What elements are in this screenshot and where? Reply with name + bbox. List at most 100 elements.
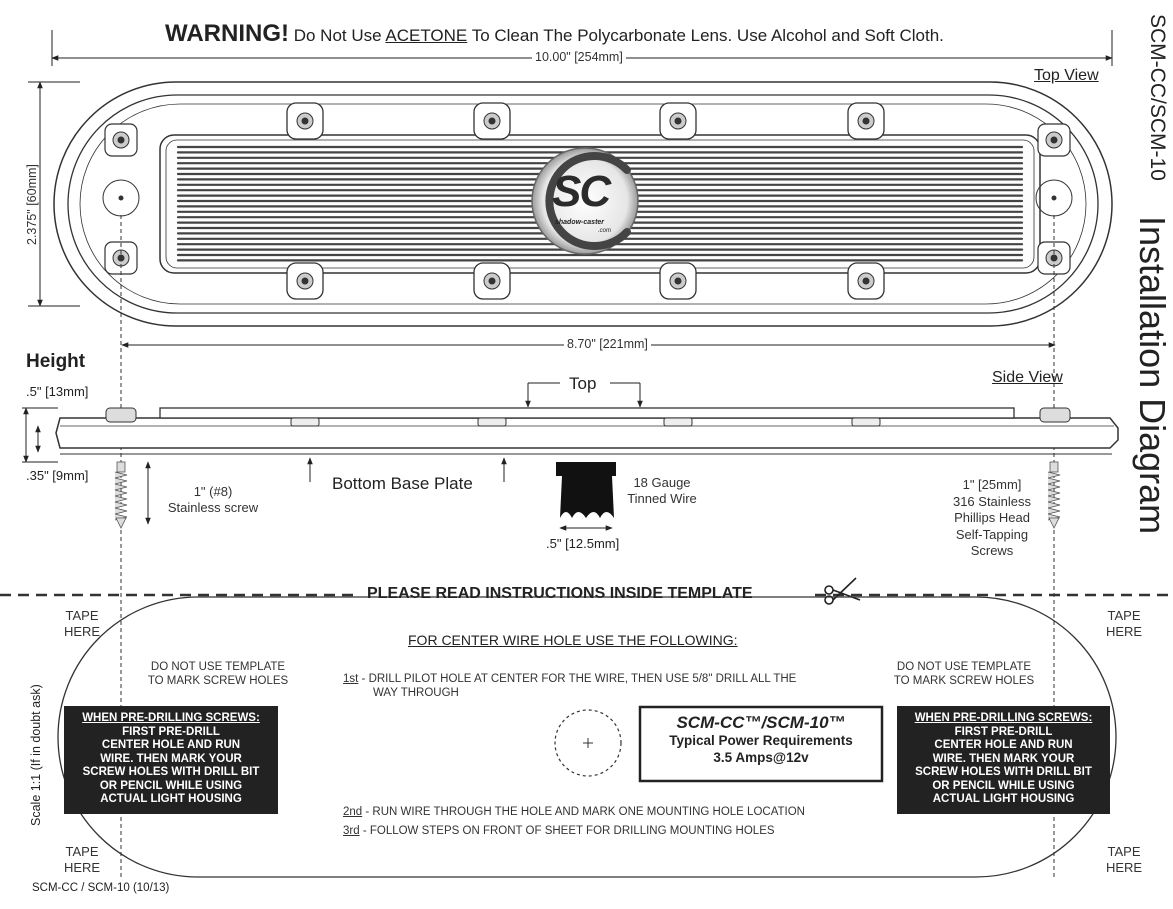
left-screw-type: Stainless screw	[167, 500, 259, 515]
center-wire-hole	[554, 709, 622, 777]
right-screw-word: Screws	[970, 543, 1014, 558]
scale-note: Scale 1:1 (If in doubt ask)	[29, 684, 43, 826]
wire-grommet	[556, 462, 616, 518]
footer-code: SCM-CC / SCM-10 (10/13)	[32, 882, 170, 894]
logo-subtext: shadow-caster	[555, 219, 605, 226]
step-2: 2nd - RUN WIRE THROUGH THE HOLE AND MARK…	[343, 805, 843, 819]
screw-tip	[1048, 517, 1060, 529]
right-screw-caption: 1" [25mm] 316 Stainless Phillips Head Se…	[932, 477, 1052, 560]
width-dimension: 10.00" [254mm]	[532, 51, 626, 64]
step-text: - DRILL PILOT HOLE AT CENTER FOR THE WIR…	[361, 673, 797, 685]
step-text: - RUN WIRE THROUGH THE HOLE AND MARK ONE…	[365, 806, 805, 818]
step-number: 1st	[343, 673, 359, 685]
screw-center	[117, 136, 125, 144]
screw-center	[301, 117, 309, 125]
template-outline	[57, 596, 1117, 878]
height-dimension: 2.375" [60mm]	[25, 161, 39, 248]
top-label: Top	[569, 374, 597, 393]
right-screw-material: 316 Stainless	[952, 493, 1032, 509]
screw-center	[488, 117, 496, 125]
side-boss	[290, 417, 320, 427]
side-boss	[663, 417, 693, 427]
bottom-height-dim: .35" [9mm]	[26, 468, 89, 483]
right-screw-size: 1" [25mm]	[962, 477, 1022, 492]
power-box-text: SCM-CC™/SCM-10™ Typical Power Requiremen…	[642, 714, 880, 766]
screw-center	[862, 117, 870, 125]
screw-center	[1050, 136, 1058, 144]
wire-gauge: 18 Gauge	[633, 475, 691, 490]
screw-thread	[114, 483, 128, 491]
screw-center	[301, 277, 309, 285]
screw-thread	[1047, 477, 1061, 485]
warning-label: WARNING!	[165, 20, 289, 47]
step-1: 1st - DRILL PILOT HOLE AT CENTER FOR THE…	[343, 672, 833, 700]
power-line2: 3.5 Amps@12v	[713, 750, 809, 765]
wire-type: Tinned Wire	[627, 491, 697, 506]
step-text: - FOLLOW STEPS ON FRONT OF SHEET FOR DRI…	[362, 825, 775, 837]
height-heading: Height	[26, 351, 86, 372]
wire-caption: 18 Gauge Tinned Wire	[612, 475, 712, 507]
left-screw-caption: 1" (#8) Stainless screw	[148, 484, 278, 516]
step-number: 2nd	[343, 806, 363, 818]
screw-center	[674, 117, 682, 125]
predrill-heading: WHEN PRE-DRILLING SCREWS:	[82, 712, 260, 724]
predrill-box-left: WHEN PRE-DRILLING SCREWS: FIRST PRE-DRIL…	[64, 706, 278, 814]
side-view-label: Side View	[992, 369, 1063, 386]
screw-thread	[114, 477, 128, 485]
hole-spacing-dimension: 8.70" [221mm]	[564, 338, 651, 351]
screw-thread	[1047, 471, 1061, 479]
screw-thread	[1047, 501, 1061, 509]
side-boss	[477, 417, 507, 427]
wood-screws	[114, 461, 1061, 529]
step-text-cont: WAY THROUGH	[373, 687, 459, 699]
template-header: PLEASE READ INSTRUCTIONS INSIDE TEMPLATE	[367, 585, 753, 602]
screw-center	[862, 277, 870, 285]
warning-pre: Do Not Use	[293, 26, 382, 45]
screw-thread	[1047, 507, 1061, 515]
screw-shank	[1049, 461, 1059, 473]
model-title: SCM-CC/SCM-10	[1146, 14, 1169, 181]
base-plate-label: Bottom Base Plate	[330, 474, 475, 493]
screw-center	[674, 277, 682, 285]
screw-tip	[115, 517, 127, 529]
screw-thread	[114, 501, 128, 509]
step-number: 3rd	[343, 825, 360, 837]
warning-post: To Clean The Polycarbonate Lens. Use Alc…	[471, 26, 944, 45]
step-3: 3rd - FOLLOW STEPS ON FRONT OF SHEET FOR…	[343, 824, 843, 838]
top-view-label: Top View	[1034, 67, 1099, 84]
predrill-box-right: WHEN PRE-DRILLING SCREWS: FIRST PRE-DRIL…	[897, 706, 1110, 814]
logo-subtext-domain: .com	[598, 228, 612, 234]
side-boss	[851, 417, 881, 427]
diagram-title: Installation Diagram	[1132, 216, 1173, 535]
logo-text: SC	[552, 167, 611, 216]
shadow-caster-logo	[531, 147, 639, 255]
screw-thread	[114, 471, 128, 479]
scissors-icon	[824, 577, 861, 605]
left-screw-size: 1" (#8)	[193, 484, 233, 499]
screw-thread	[114, 495, 128, 503]
light-housing-side-view	[55, 407, 1119, 455]
right-screw-head: Phillips Head	[954, 510, 1030, 525]
screw-thread	[1047, 495, 1061, 503]
screw-thread	[1047, 489, 1061, 497]
side-view-dimensions	[22, 382, 643, 531]
center-hole-heading: FOR CENTER WIRE HOLE USE THE FOLLOWING:	[408, 632, 738, 648]
screw-shank	[116, 461, 126, 473]
screw-thread	[114, 489, 128, 497]
screw-center	[488, 277, 496, 285]
warning-keyword: ACETONE	[385, 26, 468, 45]
power-line1: Typical Power Requirements	[669, 733, 853, 748]
top-height-dim: .5" [13mm]	[26, 384, 89, 399]
screw-thread	[114, 507, 128, 515]
power-model: SCM-CC™/SCM-10™	[676, 713, 846, 732]
right-screw-kind: Self-Tapping	[955, 526, 1029, 542]
screw-thread	[1047, 483, 1061, 491]
warning-line: WARNING! Do Not Use ACETONE To Clean The…	[165, 22, 944, 46]
